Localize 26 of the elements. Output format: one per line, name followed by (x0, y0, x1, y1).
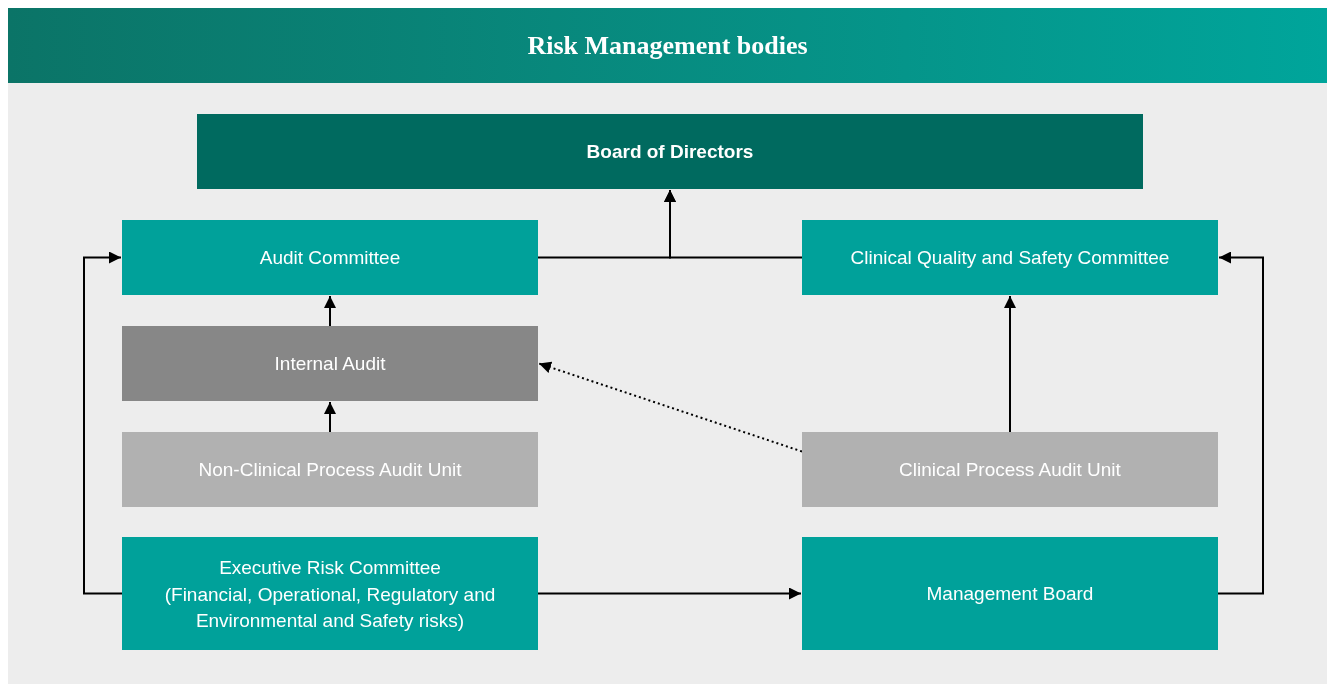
process-box (802, 432, 1218, 507)
arrow (537, 587, 802, 600)
process-box (802, 537, 1218, 650)
arrow (664, 189, 803, 259)
box-title: Clinical Process Audit Unit (899, 457, 1121, 482)
box-title: Audit Committee (259, 245, 401, 270)
process-box (122, 432, 538, 507)
arrow (324, 295, 336, 327)
arrow (83, 251, 123, 595)
arrow (538, 361, 803, 453)
process-box (122, 220, 538, 295)
box-title: Clinical Quality and Safety Committee (850, 245, 1170, 270)
arrow (324, 401, 336, 433)
box-title: Executive Risk Committee (219, 555, 441, 580)
process-box (122, 537, 538, 650)
process-box (122, 326, 538, 401)
box-title: Non-Clinical Process Audit Unit (198, 457, 462, 482)
box-title: Management Board (926, 581, 1094, 606)
process-box (197, 114, 1143, 189)
box-subtitle: (Financial, Operational, Regulatory and Environmental and Safety risks) (163, 582, 497, 633)
process-box (802, 220, 1218, 295)
box-title: Board of Directors (586, 139, 754, 164)
title: Risk Management bodies (527, 30, 808, 62)
box-title: Internal Audit (274, 351, 386, 376)
arrow (1004, 295, 1016, 433)
arrow (1217, 251, 1264, 595)
